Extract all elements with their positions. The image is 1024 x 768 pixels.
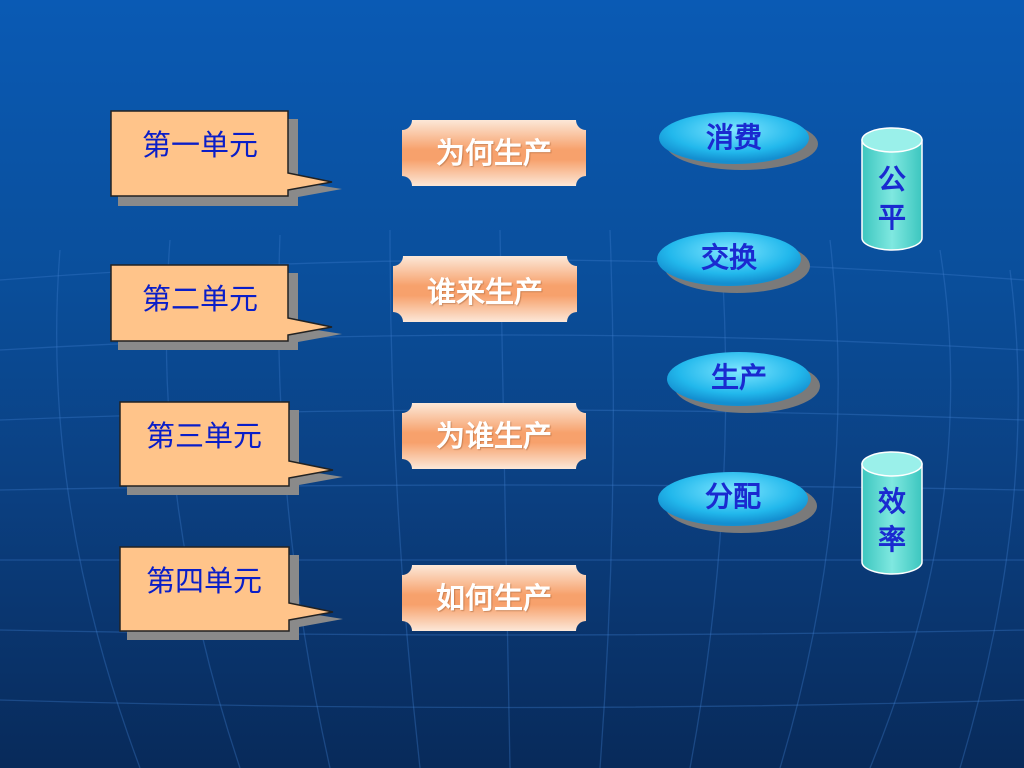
unit-label: 第二单元 — [141, 282, 258, 316]
oval-shape — [667, 352, 820, 413]
cylinder-char: 效 — [877, 485, 906, 518]
callout-shape — [119, 401, 343, 495]
cylinder-shape — [861, 127, 923, 251]
callout-shape — [110, 264, 342, 350]
stage-label: 分配 — [704, 480, 761, 513]
question-box-1: 为何生产 — [402, 120, 586, 186]
question-label: 如何生产 — [435, 581, 552, 615]
oval-shape — [659, 112, 818, 170]
stage-oval-3: 生产 — [666, 351, 830, 415]
question-box-4: 如何生产 — [402, 565, 586, 631]
unit-callout-3: 第三单元 — [119, 401, 359, 501]
question-label: 谁来生产 — [426, 275, 543, 309]
question-box-shape — [402, 120, 586, 186]
stage-oval-2: 交换 — [657, 231, 821, 295]
callout-shape — [119, 546, 343, 640]
unit-callout-2: 第二单元 — [110, 264, 350, 364]
principle-cylinder-1: 公 平 — [861, 127, 923, 251]
stage-oval-4: 分配 — [658, 470, 822, 534]
question-box-shape — [393, 256, 577, 322]
oval-shape — [658, 472, 817, 533]
question-box-3: 为谁生产 — [402, 403, 586, 469]
principle-cylinder-2: 效 率 — [861, 451, 923, 575]
oval-shape — [657, 232, 810, 293]
question-label: 为谁生产 — [435, 419, 552, 453]
unit-label: 第三单元 — [145, 419, 262, 453]
cylinder-text: 效 率 — [861, 483, 923, 559]
cylinder-shape — [861, 451, 923, 575]
question-box-shape — [402, 565, 586, 631]
unit-callout-1: 第一单元 — [110, 110, 350, 210]
question-box-2: 谁来生产 — [393, 256, 577, 322]
cylinder-char: 率 — [877, 523, 906, 556]
unit-label: 第一单元 — [141, 128, 258, 162]
stage-label: 生产 — [710, 361, 767, 394]
unit-label: 第四单元 — [145, 564, 262, 598]
cylinder-text: 公 平 — [861, 161, 923, 237]
stage-label: 交换 — [700, 241, 757, 274]
question-box-shape — [402, 403, 586, 469]
callout-shape — [110, 110, 342, 206]
stage-label: 消费 — [705, 121, 762, 154]
unit-callout-4: 第四单元 — [119, 546, 359, 646]
cylinder-char: 平 — [877, 201, 906, 234]
question-label: 为何生产 — [435, 136, 552, 170]
stage-oval-1: 消费 — [659, 111, 823, 175]
cylinder-char: 公 — [877, 163, 906, 196]
